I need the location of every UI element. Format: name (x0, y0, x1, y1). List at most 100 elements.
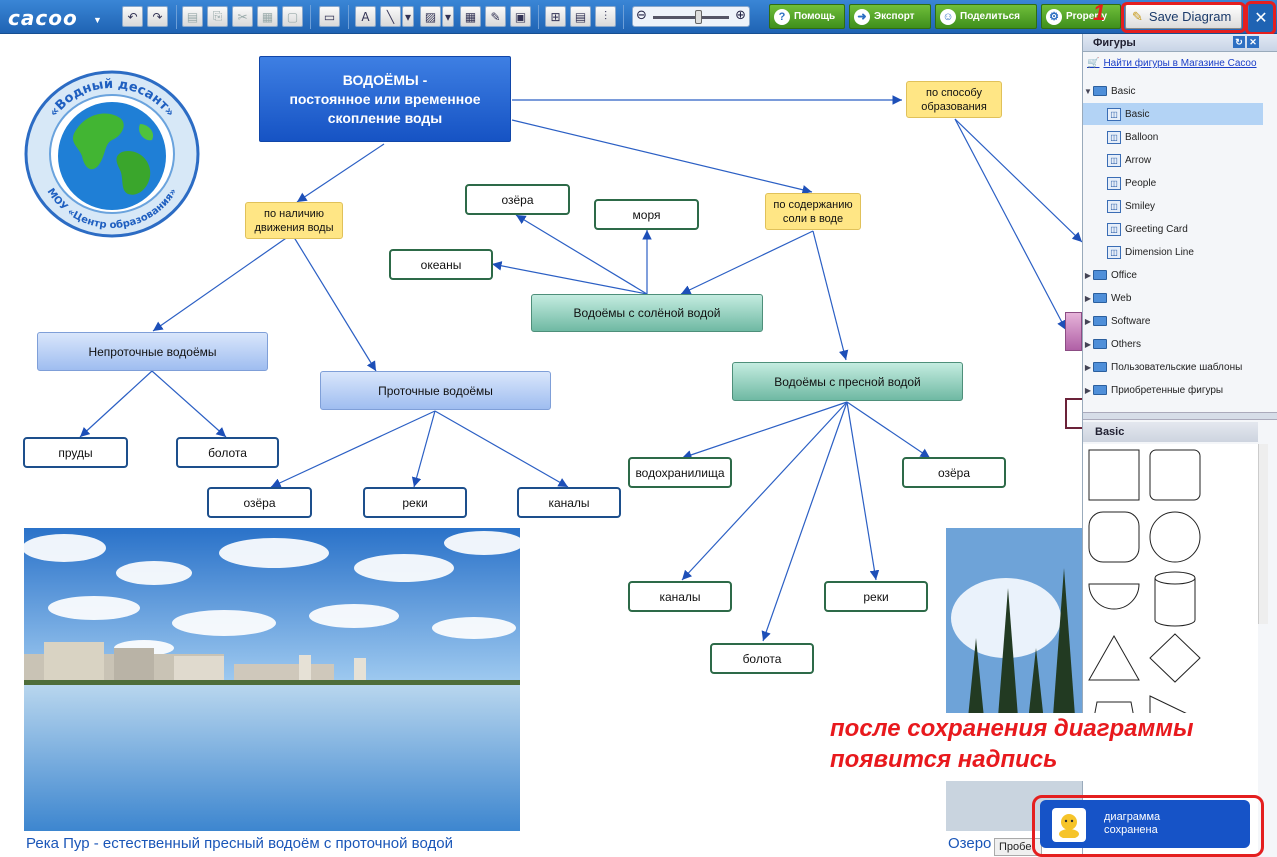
node-lakes-salty[interactable]: озёра (465, 184, 570, 215)
lake-photo (946, 528, 1082, 831)
tree-item-arrow[interactable]: ◫Arrow (1083, 149, 1263, 171)
zoom-slider[interactable]: ⊖ ⊕ (632, 6, 750, 27)
node-rivers-flowing[interactable]: реки (363, 487, 467, 518)
tree-item-balloon[interactable]: ◫Balloon (1083, 126, 1263, 148)
probe-button[interactable]: Пробе (994, 838, 1042, 856)
toolbar-divider (348, 5, 349, 29)
node-ponds[interactable]: пруды (23, 437, 128, 468)
tree-label: Smiley (1125, 200, 1156, 212)
node-canals-flowing[interactable]: каналы (517, 487, 621, 518)
cart-icon: 🛒 (1087, 58, 1100, 69)
share-icon: ☺ (940, 8, 956, 25)
tree-folder-others[interactable]: ▶Others (1083, 333, 1263, 355)
tree-folder-purchased[interactable]: ▶Приобретенные фигуры (1083, 379, 1263, 401)
undo-icon[interactable]: ↶ (122, 6, 143, 27)
line-dropdown-icon[interactable]: ▾ (402, 6, 414, 27)
export-button[interactable]: ➜ Экспорт (849, 4, 931, 29)
toolbar-divider (310, 5, 311, 29)
layers-icon[interactable]: ▤ (570, 6, 591, 27)
stencil-tool-icon[interactable]: ▣ (510, 6, 531, 27)
line-tool-icon[interactable]: ╲ (380, 6, 401, 27)
tree-folder-web[interactable]: ▶Web (1083, 287, 1263, 309)
redo-icon[interactable]: ↷ (147, 6, 168, 27)
image-tool-icon[interactable]: ▨ (420, 6, 441, 27)
shapes-scrollbar[interactable] (1258, 444, 1268, 624)
annotation-note-line2: появится надпись (830, 746, 1058, 773)
main-node-water-bodies[interactable]: ВОДОЁМЫ - постоянное или временное скопл… (259, 56, 511, 142)
node-by-origin[interactable]: по способу образования (906, 81, 1002, 118)
node-stagnant[interactable]: Непроточные водоёмы (37, 332, 268, 371)
tree-item-people[interactable]: ◫People (1083, 172, 1263, 194)
close-editor-button[interactable]: ✕ (1249, 4, 1273, 30)
text-tool-icon[interactable]: A (355, 6, 376, 27)
node-by-origin-line2: образования (921, 100, 987, 113)
shape-half-circle[interactable] (1088, 583, 1140, 610)
store-link[interactable]: 🛒Найти фигуры в Магазине Cacoo (1087, 58, 1257, 69)
main-node-line2: постоянное или временное (289, 90, 481, 107)
collapsed-arrow-icon: ▶ (1084, 339, 1092, 349)
tree-folder-office[interactable]: ▶Office (1083, 264, 1263, 286)
mascot-avatar (1059, 814, 1079, 838)
main-node-line3: скопление воды (327, 109, 443, 126)
panel-splitter[interactable] (1083, 412, 1277, 420)
shape-diamond[interactable] (1149, 633, 1201, 683)
panel-refresh-icon[interactable]: ↻ (1233, 36, 1245, 48)
shape-square[interactable] (1088, 449, 1140, 501)
image-dropdown-icon[interactable]: ▾ (442, 6, 454, 27)
tree-item-smiley[interactable]: ◫Smiley (1083, 195, 1263, 217)
shape-rounded-square[interactable] (1149, 449, 1201, 501)
tree-folder-software[interactable]: ▶Software (1083, 310, 1263, 332)
tree-item-dimension-line[interactable]: ◫Dimension Line (1083, 241, 1263, 263)
copy-icon[interactable]: ⎘ (207, 6, 228, 27)
new-page-icon[interactable]: ▤ (182, 6, 203, 27)
shape-tool-icon[interactable]: ▭ (319, 6, 340, 27)
logo-menu-arrow-icon[interactable]: ▼ (93, 15, 102, 25)
tree-item-greeting-card[interactable]: ◫Greeting Card (1083, 218, 1263, 240)
panel-close-icon[interactable]: ✕ (1247, 36, 1259, 48)
cacoo-mascot-icon (1052, 808, 1086, 842)
node-lakes-fresh[interactable]: озёра (902, 457, 1006, 488)
zoom-knob[interactable] (695, 10, 702, 24)
node-by-origin-line1: по способу (925, 86, 982, 99)
shape-circle[interactable] (1149, 511, 1201, 563)
node-partial-hidden[interactable] (1065, 312, 1082, 351)
node-by-salt-line1: по содержанию (773, 198, 853, 211)
stencil-icon: ◫ (1107, 153, 1121, 167)
property-button[interactable]: ⚙ Property (1041, 4, 1121, 29)
save-diagram-button[interactable]: ✎ Save Diagram (1125, 4, 1242, 29)
arrange-icon[interactable]: ⊞ (545, 6, 566, 27)
node-flowing[interactable]: Проточные водоёмы (320, 371, 551, 410)
node-reservoirs[interactable]: водохранилища (628, 457, 732, 488)
node-oceans[interactable]: океаны (389, 249, 493, 280)
zoom-in-icon[interactable]: ⊕ (735, 8, 746, 23)
node-swamps[interactable]: болота (176, 437, 279, 468)
folder-icon (1093, 86, 1107, 96)
node-partial-hidden-2[interactable] (1065, 398, 1082, 429)
node-seas[interactable]: моря (594, 199, 699, 230)
shape-triangle[interactable] (1088, 634, 1140, 681)
tree-folder-user-templates[interactable]: ▶Пользовательские шаблоны (1083, 356, 1263, 378)
node-salty[interactable]: Водоёмы с солёной водой (531, 294, 763, 332)
node-lakes-flowing[interactable]: озёра (207, 487, 312, 518)
node-by-salt[interactable]: по содержанию соли в воде (765, 193, 861, 230)
node-by-flow[interactable]: по наличию движения воды (245, 202, 343, 239)
adjust-icon[interactable]: ⫶ (595, 6, 616, 27)
shape-cylinder[interactable] (1154, 571, 1196, 627)
share-button[interactable]: ☺ Поделиться (935, 4, 1037, 29)
paste-icon[interactable]: ▦ (257, 6, 278, 27)
node-rivers-fresh[interactable]: реки (824, 581, 928, 612)
node-swamps-fresh[interactable]: болота (710, 643, 814, 674)
shape-rounded-rect[interactable] (1088, 511, 1140, 563)
delete-icon[interactable]: ▢ (282, 6, 303, 27)
cut-icon[interactable]: ✂ (232, 6, 253, 27)
tree-folder-basic[interactable]: ▼Basic (1083, 80, 1263, 102)
node-canals-fresh[interactable]: каналы (628, 581, 732, 612)
cacoo-logo[interactable]: cacoo (8, 6, 78, 30)
zoom-out-icon[interactable]: ⊖ (636, 8, 647, 23)
pen-tool-icon[interactable]: ✎ (485, 6, 506, 27)
help-icon: ? (774, 8, 790, 25)
node-fresh[interactable]: Водоёмы с пресной водой (732, 362, 963, 401)
tree-item-basic[interactable]: ◫Basic (1083, 103, 1263, 125)
table-tool-icon[interactable]: ▦ (460, 6, 481, 27)
help-button[interactable]: ? Помощь (769, 4, 845, 29)
